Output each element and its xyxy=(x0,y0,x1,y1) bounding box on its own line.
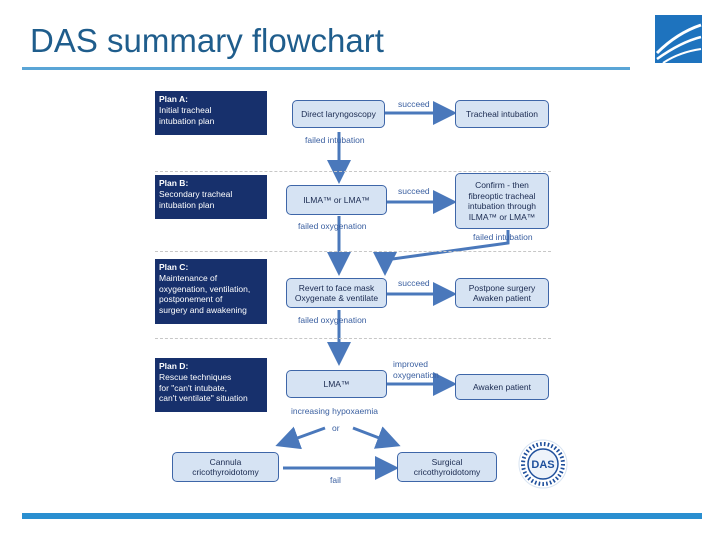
plan-line: Rescue techniques xyxy=(159,371,232,382)
plan-line: oxygenation, ventilation, xyxy=(159,283,251,294)
node-tracheal-intubation: Tracheal intubation xyxy=(455,100,549,128)
label-increasing-hypoxaemia: increasing hypoxaemia xyxy=(291,406,378,416)
node-label: ILMA™ or LMA™ xyxy=(303,194,370,205)
node-label: fibreoptic tracheal xyxy=(468,190,536,201)
flowchart-connectors xyxy=(275,101,510,480)
plan-line: intubation plan xyxy=(159,199,215,210)
plan-c-box: Plan C: Maintenance of oxygenation, vent… xyxy=(155,259,267,324)
label-failed-oxygenation-b: failed oxygenation xyxy=(298,221,367,231)
label-failed-oxygenation-c: failed oxygenation xyxy=(298,315,367,325)
node-label: intubation through xyxy=(467,201,537,211)
das-flowchart: Plan A: Initial tracheal intubation plan… xyxy=(155,88,568,498)
node-surgical-cricothyroidotomy: Surgical cricothyroidotomy xyxy=(397,452,497,482)
plan-separator xyxy=(155,251,551,252)
node-label: Postpone surgery xyxy=(468,282,536,293)
das-badge: DAS xyxy=(517,438,569,490)
plan-line: for "can't intubate, xyxy=(159,382,227,393)
plan-heading: Plan D: xyxy=(159,361,189,371)
node-revert-face-mask: Revert to face mask Oxygenate & ventilat… xyxy=(286,278,387,308)
slide-title: DAS summary flowchart xyxy=(30,22,384,59)
plan-line: Initial tracheal xyxy=(159,104,212,115)
plan-heading: Plan A: xyxy=(159,94,188,104)
arrow-to-cannula xyxy=(275,426,326,450)
label-or: or xyxy=(332,423,340,433)
label-improved-oxygenation: improved oxygenation xyxy=(393,359,439,381)
node-postpone-surgery: Postpone surgery Awaken patient xyxy=(455,278,549,308)
node-cannula-cricothyroidotomy: Cannula cricothyroidotomy xyxy=(172,452,279,482)
logo-icon xyxy=(655,15,702,63)
node-label: LMA™ xyxy=(323,378,350,389)
plan-line: can't ventilate" situation xyxy=(159,393,248,404)
node-label: Surgical xyxy=(431,456,463,467)
plan-d-box: Plan D: Rescue techniques for "can't int… xyxy=(155,358,267,412)
arrow-to-surgical xyxy=(352,426,401,449)
plan-heading: Plan C: xyxy=(159,262,189,272)
plan-line: Maintenance of xyxy=(159,272,218,283)
das-badge-icon: DAS xyxy=(518,439,568,489)
node-label: Revert to face mask xyxy=(298,282,375,293)
plan-line: postponement of xyxy=(159,294,223,305)
label-succeed-a: succeed xyxy=(398,99,430,109)
label-failed-intubation-a: failed intubation xyxy=(305,135,365,145)
label-failed-intubation-b: failed intubation xyxy=(473,232,533,242)
plan-separator xyxy=(155,338,551,339)
node-label: Awaken patient xyxy=(473,381,531,392)
node-label: Oxygenate & ventilate xyxy=(294,293,379,303)
label-line: oxygenation xyxy=(393,370,439,380)
plan-b-box: Plan B: Secondary tracheal intubation pl… xyxy=(155,175,267,219)
node-label: ILMA™ or LMA™ xyxy=(468,211,536,222)
node-direct-laryngoscopy: Direct laryngoscopy xyxy=(292,100,385,128)
plan-heading: Plan B: xyxy=(159,178,189,188)
node-label: Cannula xyxy=(209,456,242,467)
node-ilma-lma: ILMA™ or LMA™ xyxy=(286,185,387,215)
das-badge-text: DAS xyxy=(531,459,554,471)
label-succeed-c: succeed xyxy=(398,278,430,288)
plan-separator xyxy=(155,171,551,172)
node-confirm-fibreoptic: Confirm - then fibreoptic tracheal intub… xyxy=(455,173,549,229)
plan-a-box: Plan A: Initial tracheal intubation plan xyxy=(155,91,267,135)
node-label: Tracheal intubation xyxy=(466,108,538,119)
node-lma: LMA™ xyxy=(286,370,387,398)
plan-line: surgery and awakening xyxy=(159,305,247,316)
node-label: Awaken patient xyxy=(473,293,531,303)
label-fail: fail xyxy=(330,475,341,485)
plan-line: Secondary tracheal xyxy=(159,188,233,199)
footer-accent-bar xyxy=(22,513,702,519)
node-label: cricothyroidotomy xyxy=(413,467,481,477)
node-awaken-patient: Awaken patient xyxy=(455,374,549,400)
label-succeed-b: succeed xyxy=(398,186,430,196)
plan-line: intubation plan xyxy=(159,115,215,126)
label-line: improved xyxy=(393,359,428,369)
node-label: cricothyroidotomy xyxy=(192,467,259,477)
node-label: Direct laryngoscopy xyxy=(301,108,376,119)
node-label: Confirm - then xyxy=(475,180,529,190)
title-underline xyxy=(22,67,630,70)
